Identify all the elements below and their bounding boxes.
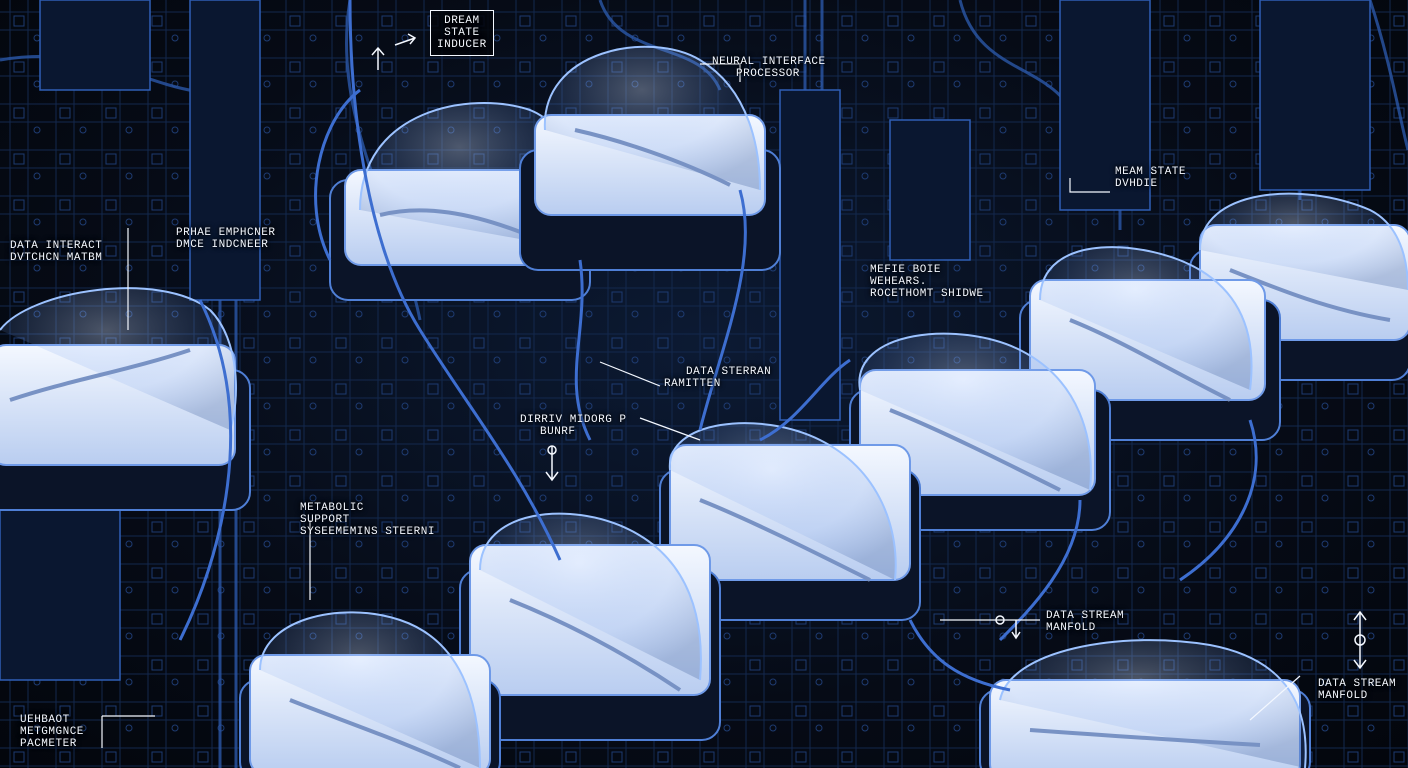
label-line: MEFIE BOIE — [870, 264, 942, 276]
label-line: PRHAE EMPHCNER — [176, 227, 276, 239]
label-line: ROCETHOMT SHIDWE — [870, 288, 984, 300]
label-data-interface-system: DATA INTERACT DVTCHCN MATBM — [10, 240, 102, 264]
label-line: DATA STREAM — [1046, 610, 1125, 622]
label-metabolic-support: METABOLIC SUPPORT SYSEEMEMINS STEERNI — [300, 502, 435, 538]
label-line: DVTCHCN MATBM — [10, 252, 103, 264]
label-line: DATA STREAM — [1318, 678, 1397, 690]
label-line: MANFOLD — [1318, 690, 1368, 702]
pod-center-right — [849, 332, 1111, 531]
label-line: RAMITTEN — [664, 378, 721, 390]
flow-arrow-icon — [545, 445, 1021, 640]
label-line: METGMGNCE — [20, 726, 84, 738]
label-line: PACMETER — [20, 738, 77, 750]
label-line: INDUCER — [437, 39, 487, 51]
label-line: MANFOLD — [1046, 622, 1096, 634]
background-columns — [0, 0, 1371, 681]
label-line: DMCE INDCNEER — [176, 239, 269, 251]
label-line: SUPPORT — [300, 514, 350, 526]
label-line: STATE — [444, 27, 480, 39]
label-line: DATA STERRAN — [686, 366, 772, 378]
label-dream-state-inducer: DREAM STATE INDUCER — [430, 10, 494, 56]
label-line: BUNRF — [540, 426, 576, 438]
label-data-stream-manifold-right: DATA STREAM MANFOLD — [1318, 678, 1396, 702]
label-data-stream-transmitter: DATA STERRAN RAMITTEN — [664, 366, 771, 390]
pod-bottom-right — [979, 639, 1311, 768]
pod-bottom-center — [459, 512, 721, 741]
label-neural-rhythm-monitor: MEFIE BOIE WEHEARS. ROCETHOMT SHIDWE — [870, 264, 984, 300]
label-line: MEAM STATE — [1115, 166, 1187, 178]
label-line: WEHEARS. — [870, 276, 927, 288]
pod-left — [0, 287, 251, 511]
pod-right — [1019, 246, 1281, 441]
label-line: SYSEEMEMINS STEERNI — [300, 526, 435, 538]
label-line: DIRRIV MIDORG P — [520, 414, 627, 426]
label-line: DREAM — [444, 15, 480, 27]
label-line: DVHDIE — [1115, 178, 1158, 190]
connecting-tubes — [178, 0, 1258, 692]
pod-bottom-left — [239, 611, 501, 768]
label-line: NEURAL INTERFACE — [712, 56, 826, 68]
pod-top-center — [519, 45, 781, 271]
label-line: PROCESSOR — [736, 68, 800, 80]
label-neural-interface-processor: NEURAL INTERFACE PROCESSOR — [712, 56, 826, 80]
pod-center — [659, 422, 921, 621]
label-line: DATA INTERACT — [10, 240, 103, 252]
label-data-stream-manifold-mid: DATA STREAM MANFOLD — [1046, 610, 1124, 634]
label-dream-state-driver: MEAM STATE DVHDIE — [1115, 166, 1186, 190]
label-line: METABOLIC — [300, 502, 364, 514]
label-memory-buffer: DIRRIV MIDORG P BUNRF — [520, 414, 627, 438]
label-line: UEHBAOT — [20, 714, 70, 726]
direction-arrow-icon — [371, 33, 417, 70]
label-metabolic-parameter: UEHBAOT METGMGNCE PACMETER — [20, 714, 84, 750]
double-arrow-icon — [1353, 610, 1367, 670]
leader-lines — [101, 63, 1301, 748]
label-pressure-indicator: PRHAE EMPHCNER DMCE INDCNEER — [176, 227, 275, 251]
